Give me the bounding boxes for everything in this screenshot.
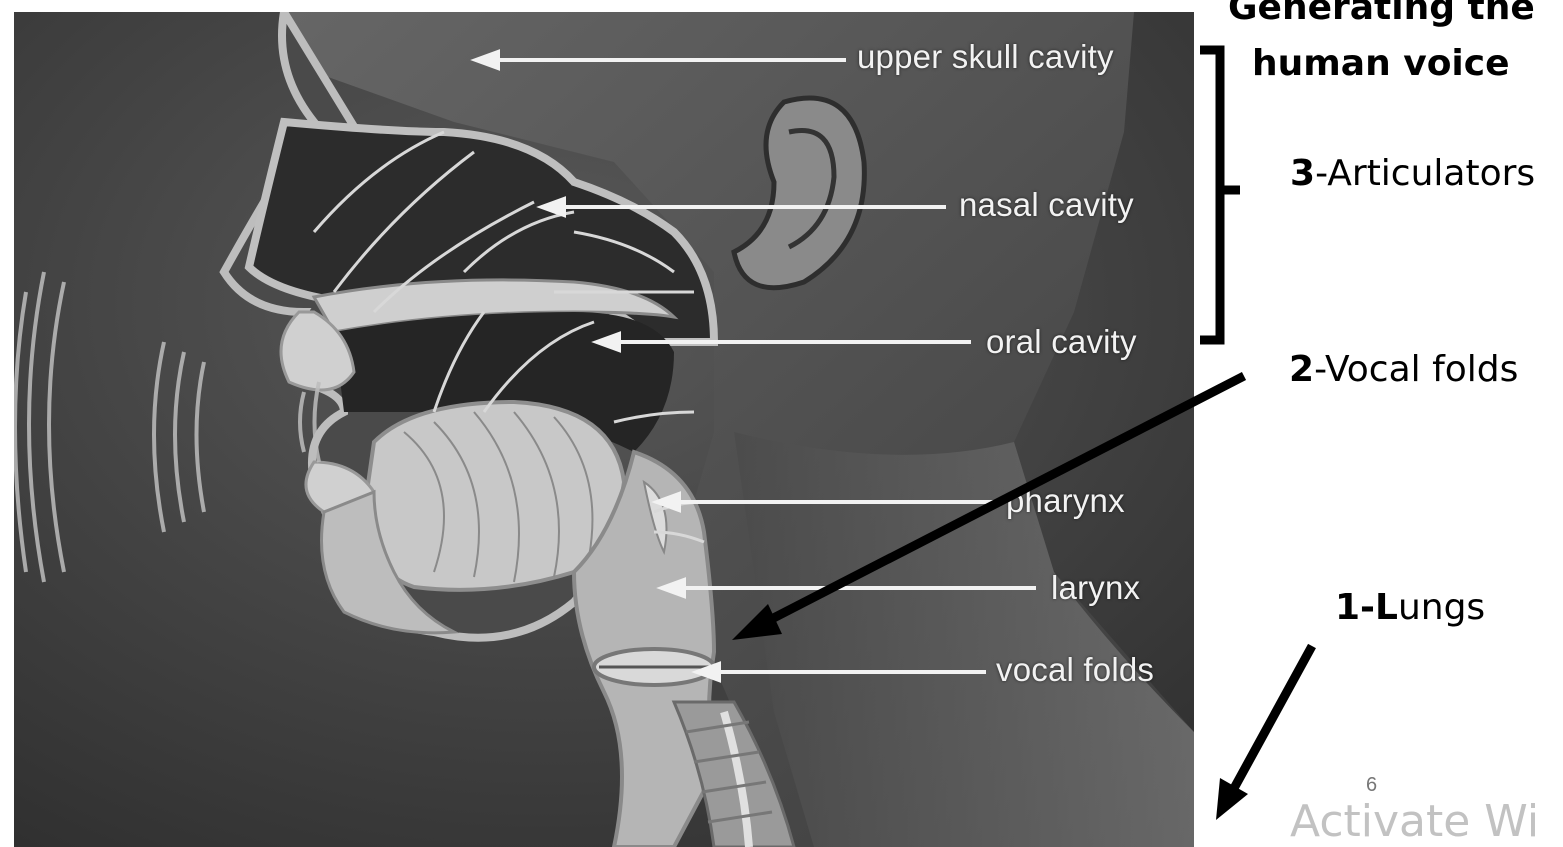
label-vocal-folds: vocal folds — [996, 653, 1154, 686]
stage-articulators-number: 3 — [1290, 153, 1315, 194]
heading-line-2: human voice — [1252, 46, 1510, 82]
label-nasal-cavity: nasal cavity — [959, 188, 1134, 221]
anatomy-diagram: upper skull cavity nasal cavity oral cav… — [14, 12, 1194, 847]
label-larynx: larynx — [1051, 571, 1140, 604]
stage-lungs-number: 1-L — [1335, 587, 1398, 628]
arrow-to-lungs — [1232, 646, 1312, 792]
label-oral-cavity: oral cavity — [986, 325, 1137, 358]
label-pharynx: pharynx — [1006, 484, 1125, 517]
stage-vocal-folds-text: -Vocal folds — [1314, 349, 1518, 390]
stage-articulators-text: -Articulators — [1315, 153, 1535, 194]
stage-lungs: 1-Lungs — [1335, 590, 1485, 626]
heading-line-1: Generating the — [1228, 0, 1535, 26]
stage-lungs-text: ungs — [1398, 587, 1485, 628]
page-number: 6 — [1366, 774, 1377, 797]
arrow-icon — [1216, 778, 1248, 820]
brace-icon — [1200, 50, 1240, 340]
head-cross-section-illustration — [14, 12, 1194, 847]
stage-vocal-folds: 2-Vocal folds — [1289, 352, 1518, 388]
stage-articulators: 3-Articulators — [1290, 156, 1535, 192]
stage-vocal-folds-number: 2 — [1289, 349, 1314, 390]
label-upper-skull-cavity: upper skull cavity — [857, 40, 1114, 73]
activate-windows-watermark: Activate Wi — [1290, 800, 1539, 844]
